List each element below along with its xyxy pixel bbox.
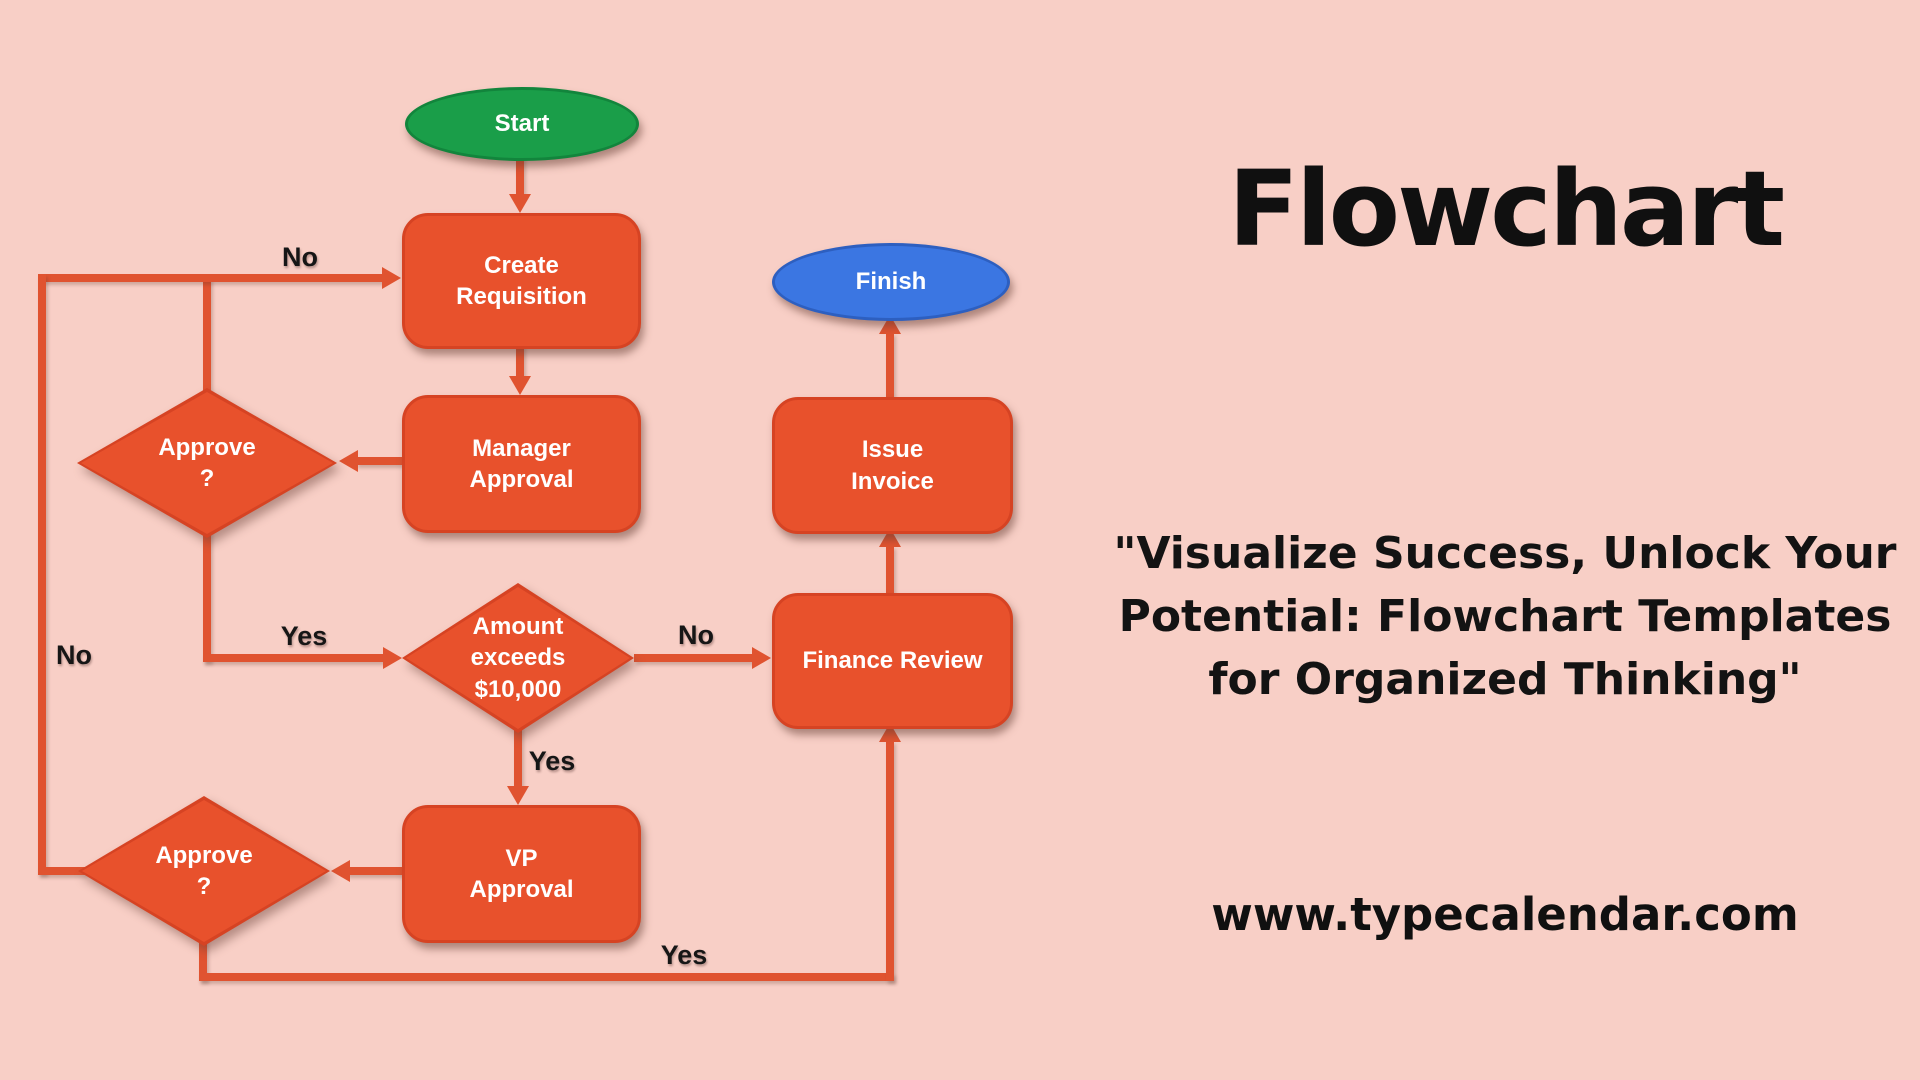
node-manager-approval: Manager Approval (402, 395, 641, 533)
node-label: VP (505, 844, 538, 872)
connector-approve2-down (199, 938, 207, 981)
arrowhead-left-icon (339, 450, 358, 472)
connector-issue-finish (886, 333, 894, 397)
node-label: Approval (469, 466, 574, 493)
arrowhead-down-icon (507, 786, 529, 805)
connector-start-create (516, 155, 524, 197)
node-finish: Finish (772, 243, 1010, 321)
edge-label-no: No (282, 242, 318, 272)
node-approve-decision-2: Approve ? (78, 796, 330, 946)
connector-yes-amount (203, 654, 385, 662)
connector-no-left-bottom (38, 867, 86, 875)
edge-label-yes: Yes (280, 621, 328, 651)
connector-yes-bottom (199, 973, 894, 981)
node-vp-approval: VP Approval (402, 805, 641, 943)
connector-create-manager (516, 343, 524, 379)
node-start: Start (405, 87, 639, 161)
quote-line: Potential: Flowchart Templates (1118, 591, 1892, 642)
node-label: Amount (472, 613, 564, 641)
quote-text: "Visualize Success, Unlock Your Potentia… (1100, 522, 1910, 711)
connector-manager-approve1 (356, 457, 402, 465)
node-label: ? (199, 465, 215, 492)
node-issue-invoice: Issue Invoice (772, 397, 1013, 534)
node-label: Approval (469, 876, 574, 903)
arrowhead-right-icon (383, 647, 402, 669)
edge-label-yes: Yes (660, 940, 708, 970)
connector-vp-approve2 (346, 867, 404, 875)
connector-approve1-down (203, 530, 211, 662)
arrowhead-right-icon (382, 267, 401, 289)
quote-line: for Organized Thinking" (1208, 654, 1802, 705)
node-label: Requisition (456, 283, 587, 310)
arrowhead-left-icon (331, 860, 350, 882)
edge-label-yes: Yes (528, 746, 576, 776)
node-amount-exceeds-decision: Amount exceeds $10,000 (402, 583, 634, 733)
node-label: Invoice (851, 467, 934, 495)
node-label: Start (494, 110, 550, 138)
page-title: Flowchart (1227, 148, 1785, 270)
node-label: Approve (158, 433, 256, 461)
connector-approve1-up (203, 278, 211, 393)
node-label: Issue (861, 436, 924, 464)
website-url: www.typecalendar.com (1211, 888, 1799, 941)
quote-line: "Visualize Success, Unlock Your (1113, 528, 1897, 579)
node-label: Finance Review (802, 647, 983, 675)
node-create-requisition: Create Requisition (402, 213, 641, 349)
connector-bottom-finance (886, 741, 894, 981)
node-label: exceeds (470, 644, 566, 672)
connector-no-left-vertical (38, 274, 46, 874)
node-approve-decision-1: Approve ? (77, 388, 337, 538)
connector-amount-vp (514, 726, 522, 788)
node-label: Approve (155, 841, 253, 869)
node-label: Manager (472, 434, 571, 462)
connector-no-top (42, 274, 384, 282)
arrowhead-down-icon (509, 376, 531, 395)
edge-label-no: No (56, 640, 92, 670)
node-label: Finish (855, 268, 927, 296)
connector-finance-issue (886, 546, 894, 593)
arrowhead-down-icon (509, 194, 531, 213)
arrowhead-right-icon (752, 647, 771, 669)
node-label: $10,000 (474, 675, 562, 703)
node-finance-review: Finance Review (772, 593, 1013, 729)
node-label: ? (196, 873, 212, 900)
node-label: Create (484, 251, 559, 279)
edge-label-no: No (678, 620, 714, 650)
connector-amount-finance (634, 654, 754, 662)
